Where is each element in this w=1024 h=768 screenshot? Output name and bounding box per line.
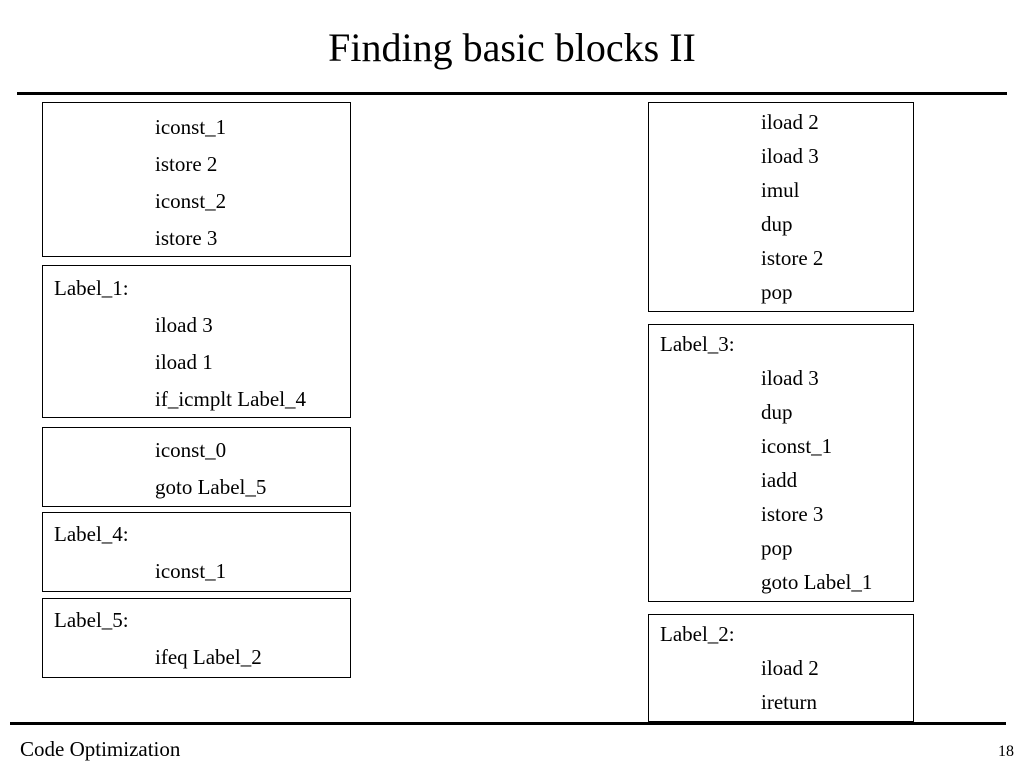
block-label: Label_1: <box>54 276 129 300</box>
instruction-line: imul <box>761 178 800 202</box>
block-label: Label_3: <box>660 332 735 356</box>
instruction-line: istore 3 <box>761 502 824 526</box>
instruction-line: iconst_1 <box>155 559 227 583</box>
instruction-line: dup <box>761 400 793 424</box>
instruction-line: ifeq Label_2 <box>155 645 262 669</box>
basic-block: Label_4: iconst_1 <box>42 512 351 592</box>
instruction-line: iconst_2 <box>155 189 227 213</box>
instruction-line: iload 3 <box>761 144 819 168</box>
instruction-line: pop <box>761 280 793 304</box>
basic-block: Label_2:iload 2 ireturn <box>648 614 914 722</box>
footer-title: Code Optimization <box>20 737 181 761</box>
instruction-line: istore 2 <box>155 152 218 176</box>
instruction-line: if_icmplt Label_4 <box>155 387 307 411</box>
basic-block: Label_5:ifeq Label_2 <box>42 598 351 678</box>
instruction-line: iconst_0 <box>155 438 227 462</box>
instruction-line: dup <box>761 212 793 236</box>
footer-divider <box>10 722 1006 725</box>
instruction-line: pop <box>761 536 793 560</box>
instruction-line: iload 1 <box>155 350 213 374</box>
instruction-line: istore 2 <box>761 246 824 270</box>
block-label: Label_2: <box>660 622 735 646</box>
instruction-line: goto Label_1 <box>761 570 873 594</box>
instruction-line: iload 2 <box>761 656 819 680</box>
basic-block: iload 2 iload 3 imul dup istore 2 pop <box>648 102 914 312</box>
instruction-line: iload 2 <box>761 110 819 134</box>
block-label: Label_4: <box>54 522 129 546</box>
slide-title: Finding basic blocks II <box>328 25 696 70</box>
block-label: Label_5: <box>54 608 129 632</box>
instruction-line: iadd <box>761 468 798 492</box>
instruction-line: iload 3 <box>155 313 213 337</box>
page-number: 18 <box>998 743 1014 760</box>
basic-block: Label_1:iload 3 iload 1 if_icmplt Label_4 <box>42 265 351 418</box>
instruction-line: goto Label_5 <box>155 475 267 499</box>
instruction-line: iconst_1 <box>761 434 833 458</box>
instruction-line: iconst_1 <box>155 115 227 139</box>
instruction-line: iload 3 <box>761 366 819 390</box>
instruction-line: istore 3 <box>155 226 218 250</box>
title-divider <box>17 92 1007 95</box>
instruction-line: ireturn <box>761 690 817 714</box>
